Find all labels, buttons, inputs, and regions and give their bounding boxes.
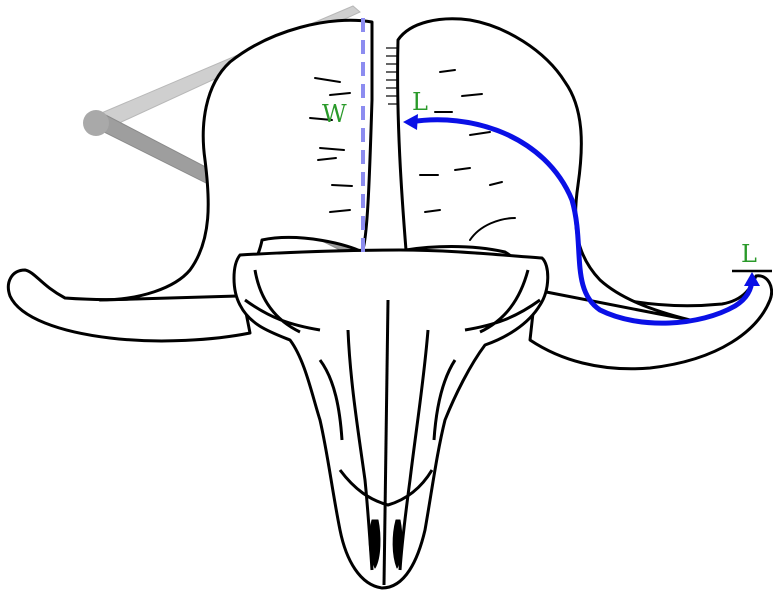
skull-outline xyxy=(234,250,548,588)
length-label-end: L xyxy=(741,240,757,268)
caliper-pivot xyxy=(83,110,109,136)
width-label: W xyxy=(322,100,347,128)
length-label-start: L xyxy=(412,88,428,116)
skull xyxy=(234,250,548,588)
